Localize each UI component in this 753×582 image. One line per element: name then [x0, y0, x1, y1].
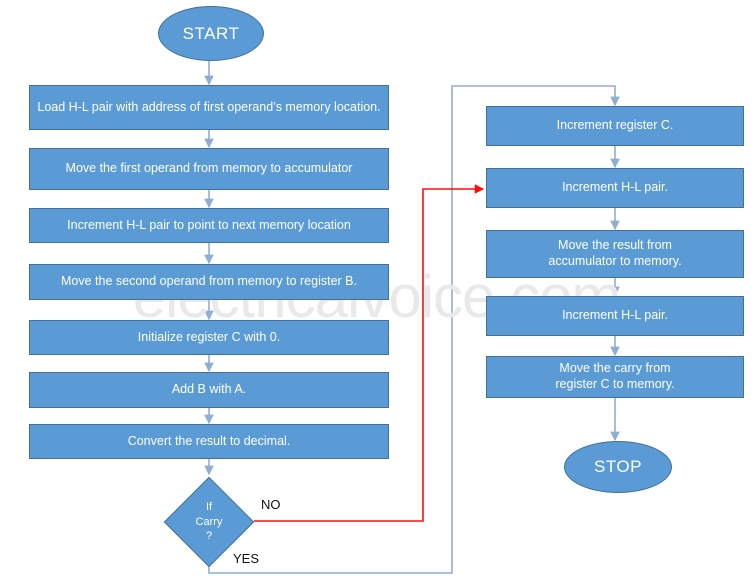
node-move-carry-to-memory-line-2: register C to memory. — [555, 377, 675, 391]
node-increment-hl-pair-1[interactable]: Increment H-L pair. — [486, 168, 744, 208]
node-start[interactable]: START — [158, 6, 264, 61]
edge-label-yes: YES — [233, 551, 260, 566]
yes-branch-connector — [208, 85, 620, 574]
node-start-label: START — [182, 23, 240, 43]
node-add-b-with-a-label: Add B with A. — [171, 382, 247, 397]
node-convert-to-decimal[interactable]: Convert the result to decimal. — [29, 424, 389, 459]
decision-label-line-1: If — [205, 500, 213, 513]
node-increment-hl-next-memory-label: Increment H-L pair to point to next memo… — [67, 217, 351, 232]
no-branch-connector — [254, 184, 485, 522]
node-move-first-operand[interactable]: Move the first operand from memory to ac… — [29, 148, 389, 190]
node-stop-label: STOP — [594, 457, 642, 476]
node-move-first-operand-label: Move the first operand from memory to ac… — [65, 161, 353, 176]
node-increment-register-c-label: Increment register C. — [556, 118, 674, 133]
node-convert-to-decimal-label: Convert the result to decimal. — [127, 433, 291, 448]
edge-label-no: NO — [261, 497, 281, 512]
node-move-result-to-memory[interactable]: Move the result from accumulator to memo… — [486, 230, 744, 278]
node-increment-register-c[interactable]: Increment register C. — [486, 106, 744, 146]
node-move-result-to-memory-line-1: Move the result from — [558, 238, 672, 253]
node-load-hl-pair[interactable]: Load H-L pair with address of first oper… — [29, 85, 389, 130]
decision-label-line-3: ? — [205, 530, 213, 543]
node-add-b-with-a[interactable]: Add B with A. — [29, 372, 389, 408]
node-initialize-register-c[interactable]: Initialize register C with 0. — [29, 320, 389, 355]
node-stop[interactable]: STOP — [564, 441, 672, 493]
node-move-second-operand-label: Move the second operand from memory to r… — [61, 274, 357, 289]
node-increment-hl-pair-2[interactable]: Increment H-L pair. — [486, 296, 744, 336]
node-load-hl-pair-label: Load H-L pair with address of first oper… — [37, 99, 381, 114]
node-move-result-to-memory-line-2: accumulator to memory. — [548, 254, 682, 268]
node-move-carry-to-memory[interactable]: Move the carry from register C to memory… — [486, 356, 744, 398]
node-move-carry-to-memory-line-1: Move the carry from — [559, 361, 671, 376]
decision-label-line-2: Carry — [195, 515, 223, 528]
node-increment-hl-pair-2-label: Increment H-L pair. — [562, 308, 668, 323]
node-increment-hl-pair-1-label: Increment H-L pair. — [562, 180, 668, 195]
node-move-result-to-memory-label: Move the result from accumulator to memo… — [548, 238, 681, 269]
node-decision-if-carry[interactable]: If Carry ? — [163, 476, 255, 568]
decision-label-group: If Carry ? — [177, 490, 241, 554]
node-move-second-operand[interactable]: Move the second operand from memory to r… — [29, 264, 389, 300]
node-move-carry-to-memory-label: Move the carry from register C to memory… — [555, 361, 674, 392]
node-increment-hl-next-memory[interactable]: Increment H-L pair to point to next memo… — [29, 208, 389, 243]
node-initialize-register-c-label: Initialize register C with 0. — [137, 329, 281, 344]
